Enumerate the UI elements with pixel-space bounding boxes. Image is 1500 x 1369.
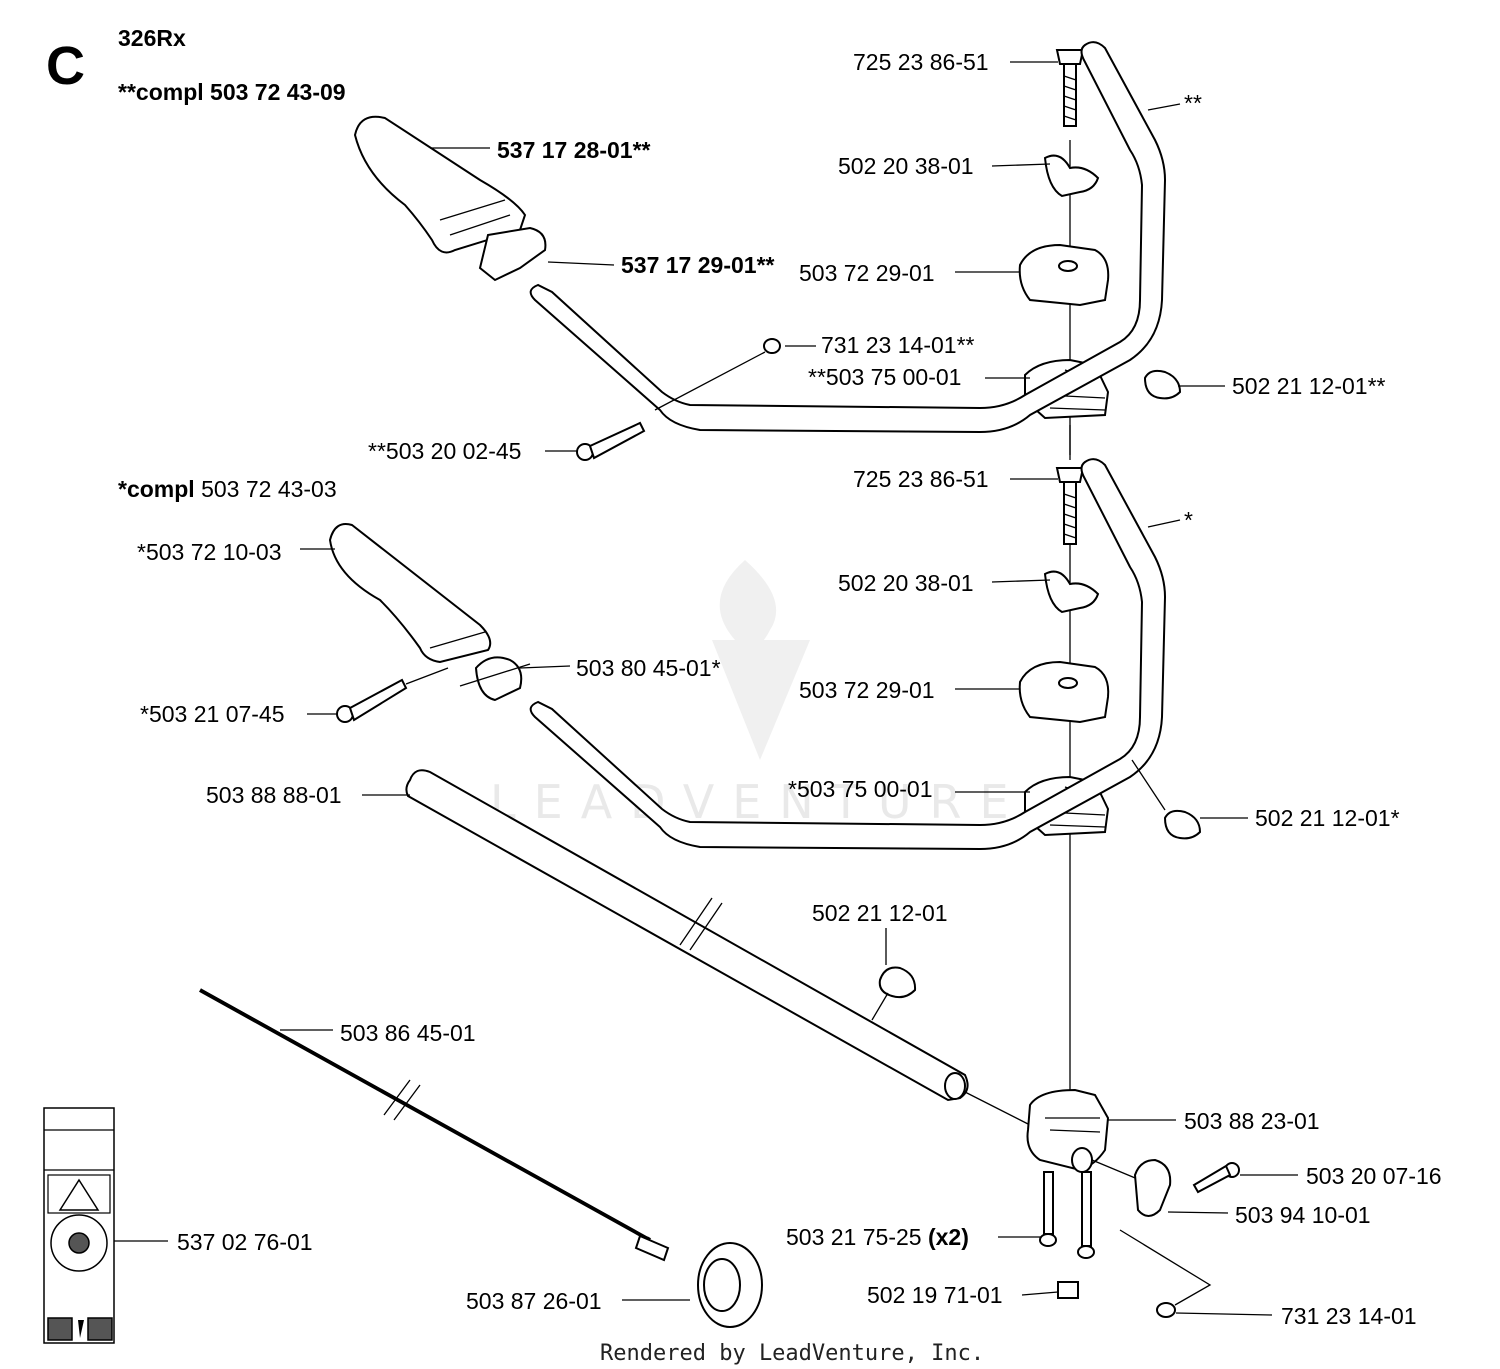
knob-upper <box>1143 369 1182 400</box>
label-537-17-28-01: 537 17 28-01** <box>497 137 651 163</box>
nut-upper <box>763 338 781 354</box>
label-502-19-71-01: 502 19 71-01 <box>867 1282 1003 1308</box>
wing-nut-lower <box>1043 570 1100 614</box>
drive-shaft-break <box>383 1079 421 1121</box>
label-tube-lower: * <box>1184 507 1193 533</box>
wing-nut-upper <box>1043 154 1100 198</box>
shaft-break <box>679 897 723 951</box>
label-503-72-29-01-upper: 503 72 29-01 <box>799 260 935 286</box>
label-503-72-29-01-lower: 503 72 29-01 <box>799 677 935 703</box>
clamp-cap-upper <box>1018 243 1110 307</box>
label-503-86-45-01: 503 86 45-01 <box>340 1020 476 1046</box>
part-labels: 725 23 86-51 502 20 38-01 503 72 29-01 7… <box>137 49 1442 1329</box>
square-nut <box>1057 1281 1079 1299</box>
knob-lower <box>1163 809 1202 840</box>
label-503-21-75-25: 503 21 75-25 (x2) <box>786 1224 969 1250</box>
kit-double-label: **compl 503 72 43-09 <box>118 79 346 105</box>
label-503-20-02-45: **503 20 02-45 <box>368 438 521 464</box>
lower-handle-assembly <box>328 425 1202 1095</box>
knob-shaft <box>878 966 917 999</box>
label-502-21-12-01-lower: 502 21 12-01* <box>1255 805 1400 831</box>
label-503-87-26-01: 503 87 26-01 <box>466 1288 602 1314</box>
label-503-80-45-01: 503 80 45-01* <box>576 655 721 681</box>
section-letter: C <box>46 36 85 96</box>
label-731-23-14-01-upper: 731 23 14-01** <box>821 332 975 358</box>
upper-handle-assembly <box>353 41 1182 461</box>
label-503-88-88-01: 503 88 88-01 <box>206 782 342 808</box>
label-537-17-29-01: 537 17 29-01** <box>621 252 775 278</box>
kit-single-label: *compl 503 72 43-03 <box>118 476 337 502</box>
bracket <box>1133 1158 1172 1217</box>
label-502-20-38-01-upper: 502 20 38-01 <box>838 153 974 179</box>
label-503-21-07-45: *503 21 07-45 <box>140 701 285 727</box>
label-725-23-86-51-lower: 725 23 86-51 <box>853 466 989 492</box>
label-502-20-38-01-lower: 502 20 38-01 <box>838 570 974 596</box>
body-clamp <box>1026 1088 1110 1172</box>
label-725-23-86-51-upper: 725 23 86-51 <box>853 49 989 75</box>
screw-upper <box>576 421 646 461</box>
screw-lower <box>336 678 408 723</box>
label-537-02-76-01: 537 02 76-01 <box>177 1229 313 1255</box>
decal-sheet <box>43 1107 115 1344</box>
label-503-75-00-01-lower: *503 75 00-01 <box>788 776 933 802</box>
watermark-text: LEADVENTURE <box>490 775 1027 829</box>
grip-lower <box>328 523 492 664</box>
label-502-21-12-01-upper: 502 21 12-01** <box>1232 373 1386 399</box>
bolt-upper <box>1055 49 1085 127</box>
leader-lines <box>114 61 1298 1316</box>
bottom-screws <box>1039 1171 1095 1259</box>
clamp-small-upper <box>478 226 547 282</box>
nut-lower <box>1156 1302 1176 1318</box>
label-731-23-14-01-lower: 731 23 14-01 <box>1281 1303 1417 1329</box>
footer-credit: Rendered by LeadVenture, Inc. <box>600 1341 984 1366</box>
clamp-small-lower <box>474 656 523 702</box>
label-503-88-23-01: 503 88 23-01 <box>1184 1108 1320 1134</box>
model-name: 326Rx <box>118 25 186 51</box>
shaft-assembly <box>199 769 1240 1328</box>
grip-upper <box>353 115 527 254</box>
handlebar-tube-lower <box>529 458 1167 851</box>
label-503-20-07-16: 503 20 07-16 <box>1306 1163 1442 1189</box>
handlebar-tube-upper <box>529 41 1167 434</box>
clamp-cap-lower <box>1018 660 1110 724</box>
watermark: LEADVENTURE <box>490 560 1027 829</box>
bolt-lower <box>1055 467 1085 545</box>
label-tube-upper: ** <box>1184 90 1202 116</box>
label-503-75-00-01-upper: **503 75 00-01 <box>808 364 961 390</box>
screw-right <box>1192 1162 1240 1194</box>
label-503-72-10-03: *503 72 10-03 <box>137 539 282 565</box>
label-503-94-10-01: 503 94 10-01 <box>1235 1202 1371 1228</box>
drive-shaft <box>199 988 651 1242</box>
label-502-21-12-01: 502 21 12-01 <box>812 900 948 926</box>
